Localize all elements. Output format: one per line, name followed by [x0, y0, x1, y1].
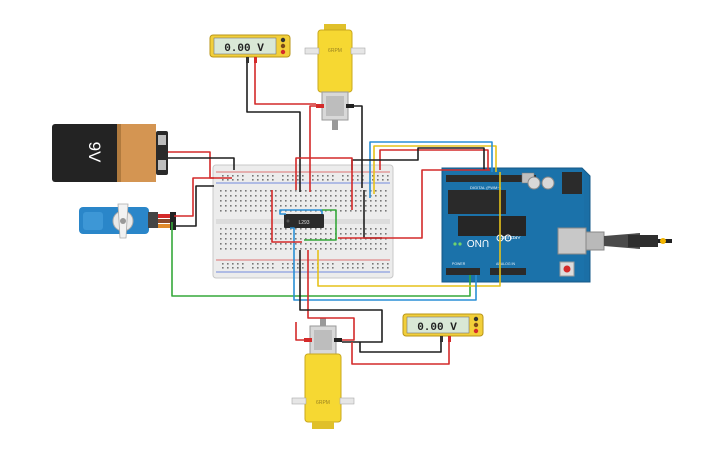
wire-battery-negative: [168, 157, 235, 170]
wire-servo-power: [174, 177, 214, 217]
usb-cable[interactable]: [585, 231, 672, 251]
wires[interactable]: [168, 63, 501, 365]
arduino-uno[interactable]: DIGITAL (PWM~) UNO ARDUINO POWER ANALOG …: [441, 167, 591, 283]
wire-meter-top-black: [246, 63, 301, 192]
gear-motor-bottom[interactable]: 6RPM: [291, 318, 355, 429]
multimeter-bottom[interactable]: 0.00 V: [402, 313, 484, 342]
motor-top-label: 6RPM: [328, 48, 342, 54]
wire-motor-bottom-black: [299, 250, 383, 343]
wire-motor-bottom-red-2: [295, 322, 304, 341]
multimeter-top-reading: 0.00 V: [224, 43, 264, 55]
wire-yellow-long: [317, 172, 501, 287]
wire-meter-bottom-red: [351, 342, 450, 365]
wire-red-chip-left: [271, 190, 302, 243]
arduino-model: UNO: [467, 237, 489, 248]
wire-battery-positive: [168, 151, 232, 179]
arduino-digital-header: DIGITAL (PWM~): [470, 185, 502, 190]
chip-label: L293: [298, 220, 309, 226]
servo-motor[interactable]: [79, 203, 176, 239]
wire-green-loop: [304, 209, 337, 241]
multimeter-top[interactable]: 0.00 V: [209, 34, 291, 63]
multimeter-bottom-reading: 0.00 V: [417, 322, 457, 334]
wire-motor-top-red: [309, 105, 320, 192]
arduino-brand: ARDUINO: [499, 235, 520, 240]
wire-red-chip-top: [295, 157, 353, 210]
l293-driver-chip[interactable]: L293: [284, 214, 324, 228]
motor-bottom-label: 6RPM: [316, 400, 330, 406]
wire-meter-top-red: [254, 63, 316, 105]
wire-motor-bottom-red: [307, 250, 355, 341]
wire-yellow-top: [373, 145, 497, 194]
arduino-power-header: POWER: [452, 262, 466, 266]
wire-blue-top: [369, 141, 493, 198]
wire-blue-loop: [279, 209, 323, 215]
arduino-analog-header: ANALOG IN: [496, 262, 516, 266]
battery-9v[interactable]: 9V: [52, 124, 168, 182]
wire-red-right: [338, 169, 490, 239]
wire-meter-bottom-black: [359, 342, 442, 353]
wire-servo-ground: [174, 185, 214, 227]
wire-blue-bottom: [290, 227, 477, 301]
gear-motor-top[interactable]: 6RPM: [304, 24, 366, 130]
battery-label: 9V: [85, 142, 104, 163]
